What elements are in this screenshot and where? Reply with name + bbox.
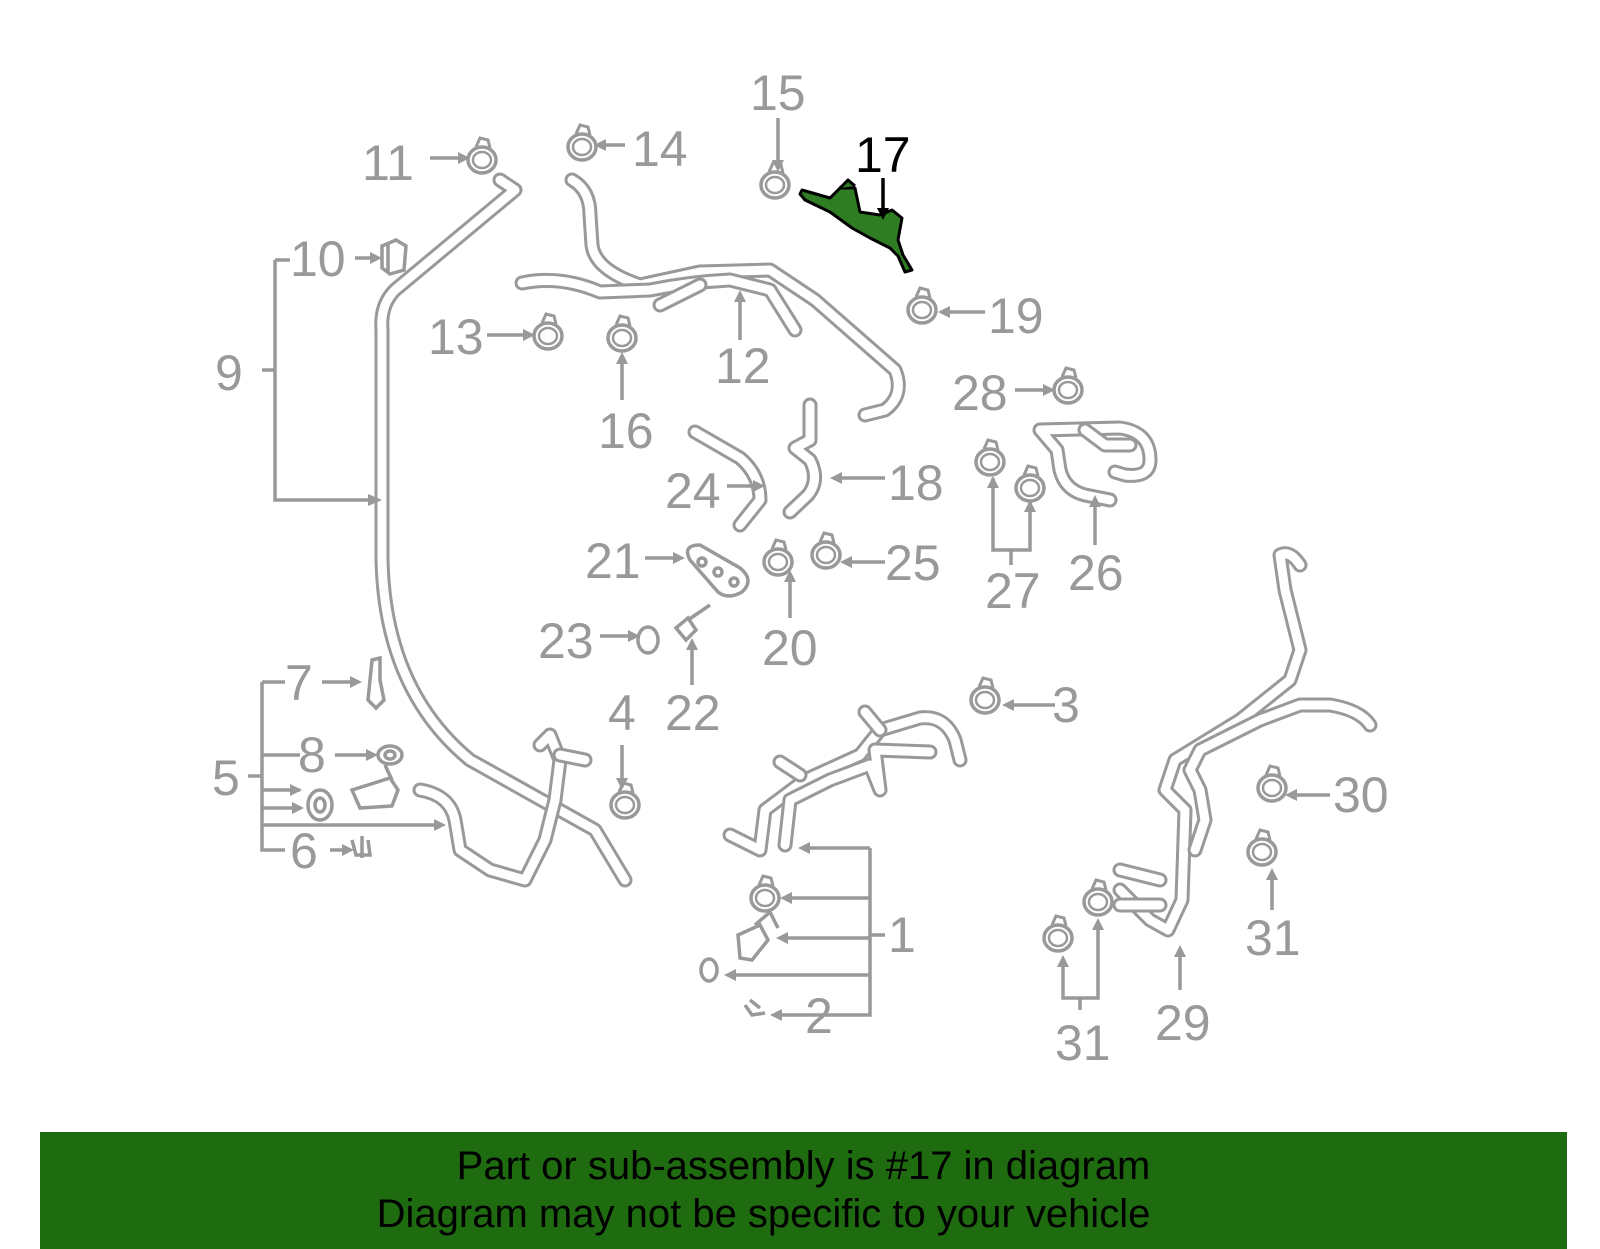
callout-15: 15 — [750, 65, 806, 121]
part-27b-clamp — [1014, 464, 1046, 503]
callout-27: 27 — [985, 563, 1041, 619]
callout-8: 8 — [298, 727, 326, 783]
callout-19: 19 — [988, 288, 1044, 344]
callout-3: 3 — [1052, 677, 1080, 733]
part-23-washer — [636, 625, 660, 655]
part-17-leader — [877, 178, 889, 220]
callout-20: 20 — [762, 620, 818, 676]
part-14-clamp — [566, 123, 598, 162]
callout-21: 21 — [585, 533, 641, 589]
part-13-clamp — [532, 312, 564, 351]
callout-16: 16 — [598, 403, 654, 459]
callout-7: 7 — [285, 655, 313, 711]
part-26-hose — [1032, 420, 1158, 508]
callout-29: 29 — [1155, 995, 1211, 1051]
part-1-clamp — [749, 874, 781, 913]
part-30-clamp — [1256, 764, 1288, 803]
callout-9: 9 — [215, 345, 243, 401]
callout-17[interactable]: 17 — [855, 127, 911, 183]
part-15-clamp — [759, 161, 791, 200]
part-20-clamp — [762, 538, 794, 577]
callout-30: 30 — [1333, 767, 1389, 823]
part-21-gasket — [685, 543, 750, 598]
callout-4: 4 — [608, 685, 636, 741]
callout-labels: 1 2 3 4 5 6 7 8 9 10 11 12 13 14 15 16 1… — [212, 65, 1389, 1071]
part-11-clamp — [466, 136, 498, 175]
callout-22: 22 — [665, 685, 721, 741]
part-12-hose — [514, 172, 906, 423]
banner-line-2: Diagram may not be specific to your vehi… — [376, 1192, 1151, 1236]
callout-18: 18 — [888, 455, 944, 511]
callout-31b: 31 — [1245, 910, 1301, 966]
callout-26: 26 — [1068, 545, 1124, 601]
callout-11: 11 — [362, 135, 414, 191]
part-5-hose — [412, 727, 593, 888]
callout-23: 23 — [538, 613, 594, 669]
part-9-hose — [374, 172, 633, 888]
part-1-fittings — [699, 909, 780, 1017]
part-5-fitting — [306, 764, 400, 822]
callout-2: 2 — [805, 988, 833, 1044]
part-19-clamp — [906, 286, 938, 325]
part-31b-clamp — [1246, 828, 1278, 867]
callout-1: 1 — [888, 907, 916, 963]
callout-24: 24 — [665, 463, 721, 519]
part-1-pipes — [722, 704, 968, 858]
part-10-connector — [380, 238, 408, 276]
part-27a-clamp — [974, 438, 1006, 477]
info-banner: Part or sub-assembly is #17 in diagram D… — [40, 1132, 1567, 1249]
part-8-washer — [376, 744, 404, 766]
callout-13: 13 — [428, 309, 484, 365]
banner-line-1: Part or sub-assembly is #17 in diagram — [456, 1144, 1151, 1188]
callout-28: 28 — [952, 365, 1008, 421]
part-28-clamp — [1052, 366, 1084, 405]
callout-6: 6 — [290, 823, 318, 879]
callout-31a: 31 — [1055, 1015, 1111, 1071]
part-22-bolt — [673, 603, 711, 643]
part-31c-clamp — [1082, 878, 1114, 917]
leader-lines — [248, 118, 1330, 1021]
part-29-pipes — [1112, 546, 1378, 938]
part-25-clamp — [810, 531, 842, 570]
part-16-clamp — [606, 314, 638, 353]
callout-25: 25 — [885, 535, 941, 591]
callout-10: 10 — [290, 231, 346, 287]
callout-5: 5 — [212, 750, 240, 806]
part-4-clamp — [609, 781, 641, 820]
part-31a-clamp — [1042, 914, 1074, 953]
part-17-highlighted[interactable] — [798, 178, 914, 274]
part-3-clamp — [969, 676, 1001, 715]
callout-14: 14 — [632, 121, 688, 177]
callout-12: 12 — [715, 338, 771, 394]
part-24-hose — [687, 424, 768, 533]
part-18-hose — [782, 397, 822, 520]
part-6-clip — [350, 836, 372, 858]
part-7-fitting — [366, 655, 386, 711]
